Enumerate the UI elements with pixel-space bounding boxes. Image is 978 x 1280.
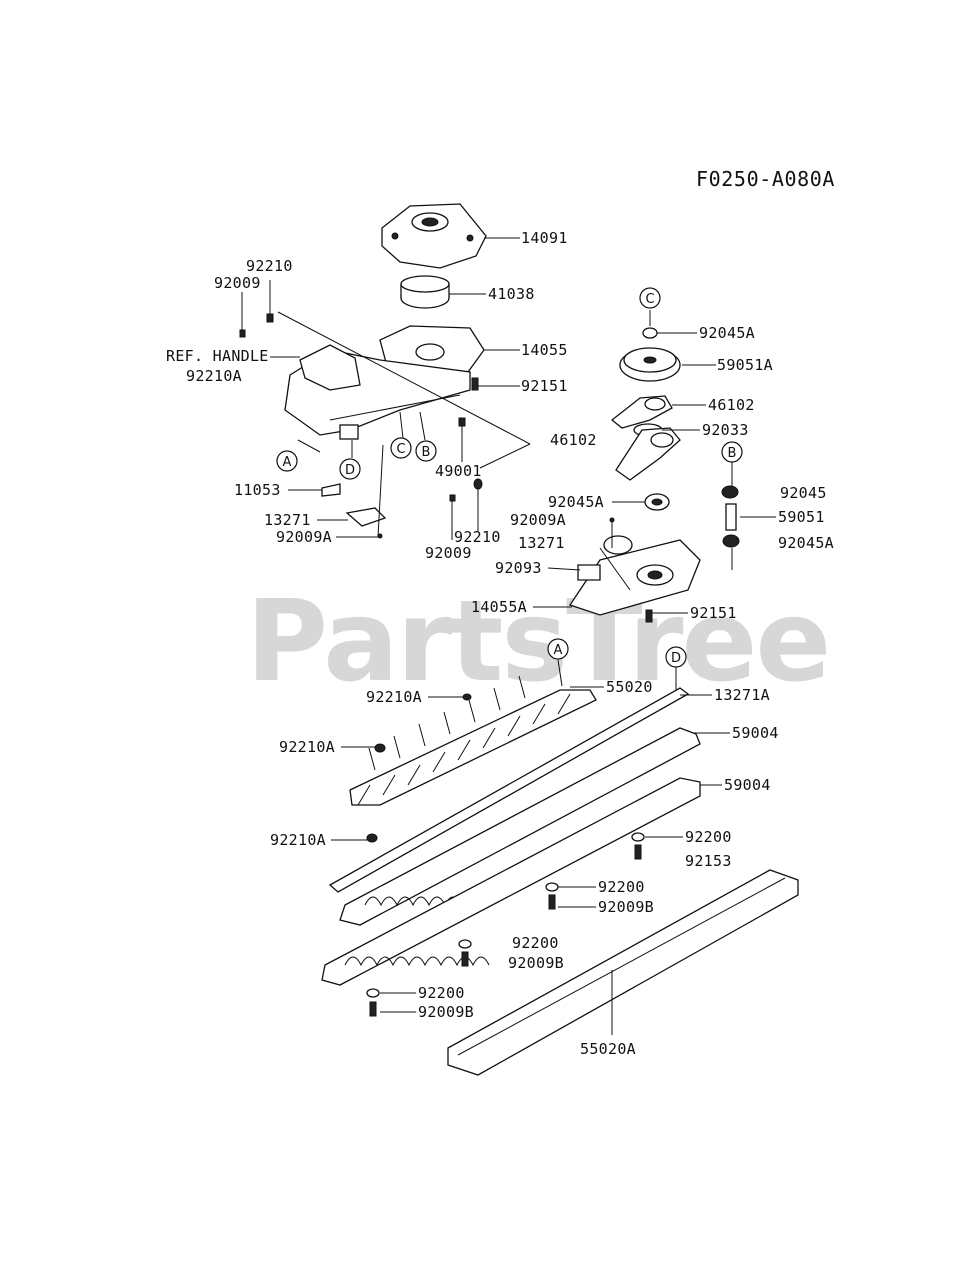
part-bearing-92045A-left <box>644 493 670 511</box>
label-13271-right: 13271 <box>518 534 565 552</box>
label-14055: 14055 <box>521 341 568 359</box>
ref-marker-C-right: C <box>639 287 661 309</box>
label-92045A-top: 92045A <box>699 324 755 342</box>
label-14055A: 14055A <box>471 598 527 616</box>
ref-marker-D-blade: D <box>665 646 687 668</box>
svg-text:B: B <box>422 445 431 460</box>
label-46102-upper: 46102 <box>708 396 755 414</box>
label-49001: 49001 <box>435 462 482 480</box>
label-13271A: 13271A <box>714 686 770 704</box>
label-92033: 92033 <box>702 421 749 439</box>
label-13271-upper: 13271 <box>264 511 311 529</box>
label-59051A: 59051A <box>717 356 773 374</box>
part-gear-case-cover-14091 <box>381 203 487 269</box>
ref-marker-A-upper: A <box>276 450 298 472</box>
label-92210A-c: 92210A <box>270 831 326 849</box>
label-92200-a: 92200 <box>685 828 732 846</box>
part-blade-59004-upper <box>339 727 701 926</box>
part-blade-fasteners <box>366 693 645 1017</box>
label-92153: 92153 <box>685 852 732 870</box>
label-92210-mid: 92210 <box>454 528 501 546</box>
label-14091: 14091 <box>521 229 568 247</box>
label-92210A-a: 92210A <box>366 688 422 706</box>
part-shaft-59051-stack <box>721 485 740 548</box>
label-92151-lower: 92151 <box>690 604 737 622</box>
label-92009B-c: 92009B <box>418 1003 474 1021</box>
label-59004-lower: 59004 <box>724 776 771 794</box>
label-92200-b: 92200 <box>598 878 645 896</box>
svg-text:A: A <box>283 455 292 470</box>
label-92093: 92093 <box>495 559 542 577</box>
label-92200-d: 92200 <box>418 984 465 1002</box>
ref-marker-B-right: B <box>721 441 743 463</box>
part-bar-13271A <box>328 687 690 893</box>
ref-marker-D-upper: D <box>339 458 361 480</box>
label-59004-upper: 59004 <box>732 724 779 742</box>
label-92200-c: 92200 <box>512 934 559 952</box>
ref-marker-B-upper: B <box>415 440 437 462</box>
svg-text:B: B <box>728 446 737 461</box>
part-gear-59051A <box>619 327 681 382</box>
label-92009-top: 92009 <box>214 274 261 292</box>
svg-text:C: C <box>396 442 405 457</box>
label-92009A-right: 92009A <box>510 511 566 529</box>
label-11053: 11053 <box>234 481 281 499</box>
ref-marker-A-blade: A <box>547 638 569 660</box>
label-55020: 55020 <box>606 678 653 696</box>
svg-text:D: D <box>671 651 681 666</box>
label-92009-mid: 92009 <box>425 544 472 562</box>
label-92210-top: 92210 <box>246 257 293 275</box>
label-92009A-upper: 92009A <box>276 528 332 546</box>
label-92151-upper: 92151 <box>521 377 568 395</box>
label-92009B-b: 92009B <box>508 954 564 972</box>
part-frame-handle <box>284 344 471 440</box>
part-labels: 14091 92210 92009 41038 REF. HANDLE 9221… <box>166 229 834 1058</box>
ref-marker-C-upper: C <box>390 437 412 459</box>
watermark: PartsTree <box>246 577 829 707</box>
diagram-code: F0250-A080A <box>696 167 835 191</box>
part-blade-55020 <box>349 675 597 806</box>
part-lower-case-14055A <box>568 535 701 616</box>
label-55020A: 55020A <box>580 1040 636 1058</box>
label-92045A-right: 92045A <box>778 534 834 552</box>
label-92210A-handle: 92210A <box>186 367 242 385</box>
svg-text:C: C <box>645 292 654 307</box>
label-92045: 92045 <box>780 484 827 502</box>
part-cover-55020A <box>447 869 799 1076</box>
label-59051: 59051 <box>778 508 825 526</box>
label-92210A-b: 92210A <box>279 738 335 756</box>
svg-text:D: D <box>345 463 355 478</box>
part-bushing-41038 <box>400 275 450 309</box>
leader-lines <box>241 237 776 1035</box>
part-crank-46102-lower <box>615 427 681 481</box>
part-small-fasteners <box>239 313 653 623</box>
label-92009B-a: 92009B <box>598 898 654 916</box>
label-ref-handle: REF. HANDLE <box>166 347 269 365</box>
label-92045A-left: 92045A <box>548 493 604 511</box>
label-46102-lower: 46102 <box>550 431 597 449</box>
svg-text:A: A <box>554 643 563 658</box>
label-41038: 41038 <box>488 285 535 303</box>
